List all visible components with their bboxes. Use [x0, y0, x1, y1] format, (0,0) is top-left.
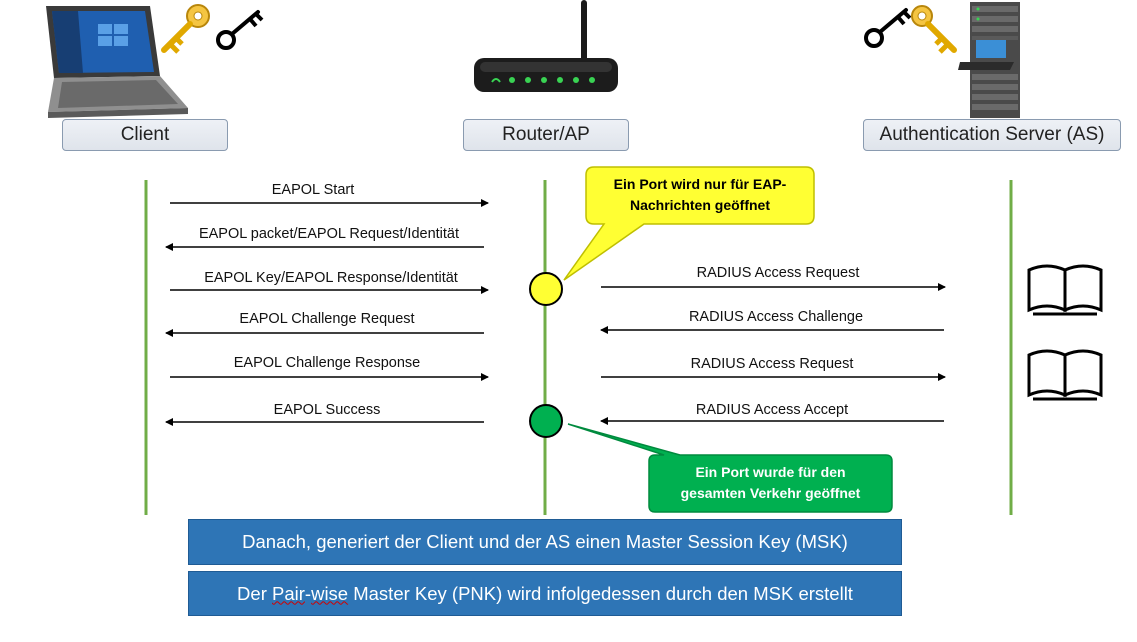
pmk-banner-post: Master Key (PNK) wird infolgedessen durc… [348, 582, 853, 604]
eapol-success-label: EAPOL Success [273, 402, 381, 418]
radius-access-request-label: RADIUS Access Request [690, 356, 854, 372]
port-open-all-circle [529, 404, 563, 438]
client-label: Client [62, 119, 228, 151]
radius-access-accept-label: RADIUS Access Accept [695, 402, 849, 418]
yellow-note-line2: Nachrichten geöffnet [629, 197, 770, 213]
authentication-server-label: Authentication Server (AS) [863, 119, 1121, 151]
router-ap-label: Router/AP [463, 119, 629, 151]
open-book-icon [1027, 349, 1103, 401]
green-callout [567, 423, 893, 513]
yellow-note-line1: Ein Port wird nur für EAP- [613, 176, 787, 192]
server-rack-icon [958, 2, 1020, 118]
gold-key-icon [161, 4, 210, 54]
pmk-banner-wise: wise [311, 582, 349, 604]
black-key-icon [216, 10, 264, 50]
green-note-line2: gesamten Verkehr geöffnet [680, 485, 861, 501]
eapol-response-identity-label: EAPOL Key/EAPOL Response/Identität [204, 270, 458, 286]
black-key-icon [864, 8, 912, 48]
laptop-icon [46, 6, 188, 118]
pmk-banner-pre: Der [237, 582, 272, 604]
msk-banner: Danach, generiert der Client und der AS … [188, 519, 902, 565]
port-open-eap-circle [529, 272, 563, 306]
yellow-note-text: Ein Port wird nur für EAP- Nachrichten g… [586, 174, 814, 216]
green-note-text: Ein Port wurde für den gesamten Verkehr … [649, 462, 892, 504]
radius-access-request-label: RADIUS Access Request [696, 265, 860, 281]
gold-key-icon [911, 5, 957, 54]
eapol-challenge-request-label: EAPOL Challenge Request [239, 311, 415, 327]
eapol-challenge-response-label: EAPOL Challenge Response [233, 355, 421, 371]
eapol-request-identity-label: EAPOL packet/EAPOL Request/Identität [198, 226, 460, 242]
green-note-line1: Ein Port wurde für den [695, 464, 846, 480]
pmk-banner-pair: Pair [272, 582, 305, 604]
pmk-banner-dash: - [304, 582, 312, 604]
open-book-icon [1027, 264, 1103, 316]
yellow-callout [563, 166, 815, 281]
eapol-start-label: EAPOL Start [271, 182, 355, 198]
router-icon [474, 0, 618, 92]
pmk-banner: Der Pair-wise Master Key (PNK) wird info… [188, 571, 902, 616]
radius-access-challenge-label: RADIUS Access Challenge [688, 309, 864, 325]
